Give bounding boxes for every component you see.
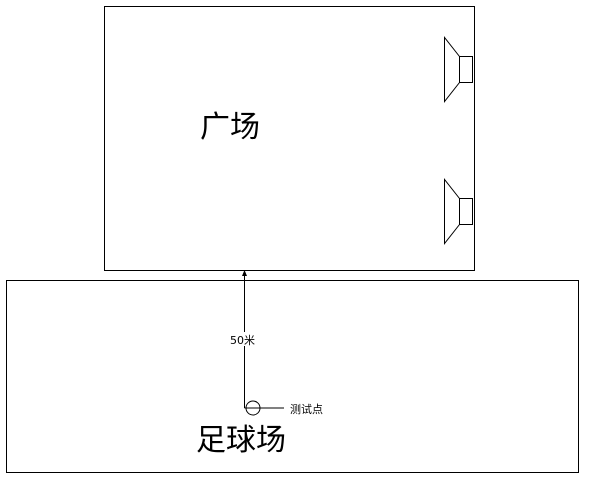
distance-label: 50米 xyxy=(230,334,255,347)
distance-label-bg xyxy=(228,332,262,346)
plaza-label: 广场 xyxy=(200,110,260,145)
football-field-area xyxy=(6,280,579,473)
distance-arrow xyxy=(242,270,247,276)
speaker-icon xyxy=(444,36,473,103)
speaker-icon xyxy=(444,178,473,245)
football-field-label: 足球场 xyxy=(196,423,286,458)
test-point-label: 测试点 xyxy=(290,403,323,416)
plaza-area xyxy=(104,6,475,271)
test-point-marker xyxy=(244,400,284,416)
